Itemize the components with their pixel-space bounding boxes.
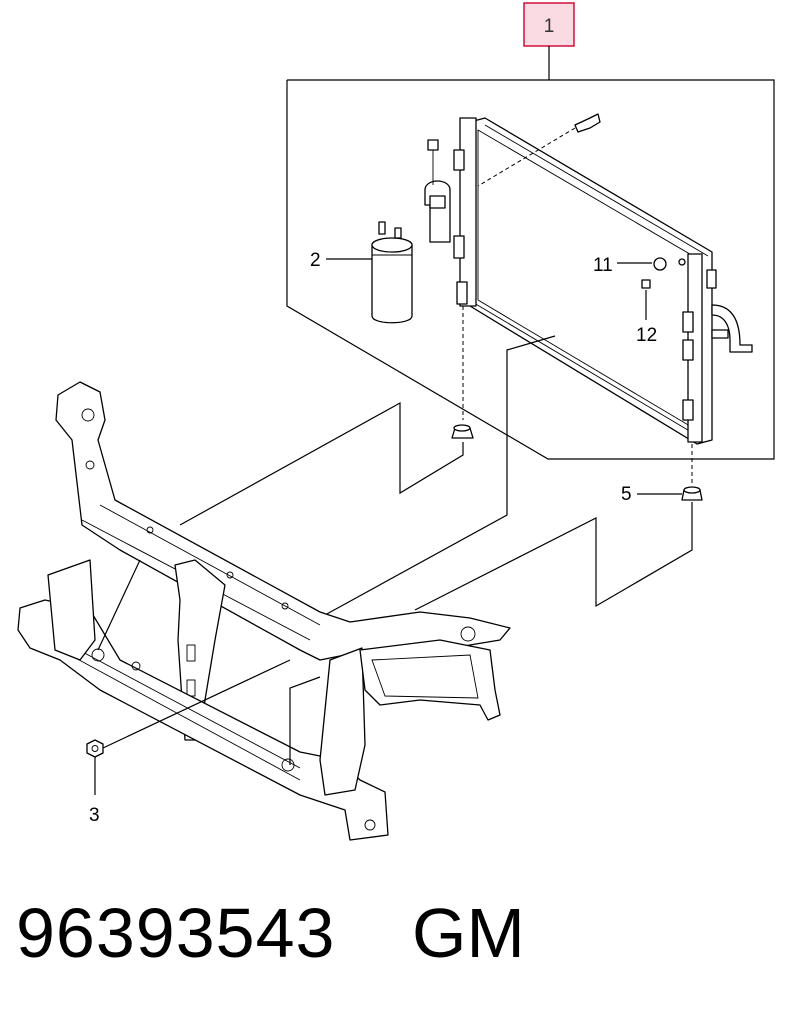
callout-3-label: 3 bbox=[89, 805, 100, 826]
brand-name: GM bbox=[412, 894, 525, 972]
condenser-assembly bbox=[424, 113, 753, 445]
receiver-drier bbox=[371, 221, 413, 324]
assembly-outline bbox=[286, 79, 775, 460]
callout-11-label: 11 bbox=[593, 255, 613, 276]
callout-5-label: 5 bbox=[621, 484, 632, 505]
callout-12-label: 12 bbox=[636, 325, 657, 346]
callout-1-label: 1 bbox=[544, 16, 555, 37]
mount-insulator-5 bbox=[681, 486, 703, 501]
callout-1-box[interactable] bbox=[523, 2, 575, 47]
part-number: 96393543 bbox=[16, 894, 336, 972]
radiator-support bbox=[17, 381, 511, 841]
mount-insulator-center bbox=[451, 424, 474, 439]
callout-2-label: 2 bbox=[310, 250, 321, 271]
nut-3 bbox=[86, 739, 104, 758]
